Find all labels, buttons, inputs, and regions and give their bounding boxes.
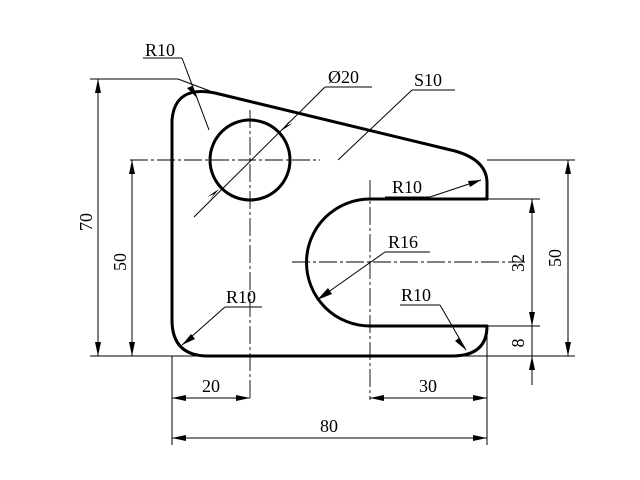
dim-8: 8 — [508, 339, 528, 348]
label-r10-lower-right: R10 — [401, 285, 431, 305]
ext-top-slant — [177, 78, 211, 92]
dim-80: 80 — [320, 416, 338, 436]
label-s10: S10 — [414, 70, 442, 90]
dim-32: 32 — [508, 254, 528, 272]
dim-30: 30 — [419, 376, 437, 396]
part-outline — [170, 90, 489, 358]
label-r16: R16 — [388, 232, 418, 252]
dim-50-right: 50 — [545, 249, 565, 267]
dim-70: 70 — [76, 213, 96, 231]
dim-50-left: 50 — [110, 253, 130, 271]
label-phi20: Ø20 — [328, 67, 359, 87]
label-r10-top-left: R10 — [145, 40, 175, 60]
label-r10-lower-left: R10 — [226, 287, 256, 307]
label-r10-upper-right: R10 — [392, 177, 422, 197]
dim-20: 20 — [202, 376, 220, 396]
